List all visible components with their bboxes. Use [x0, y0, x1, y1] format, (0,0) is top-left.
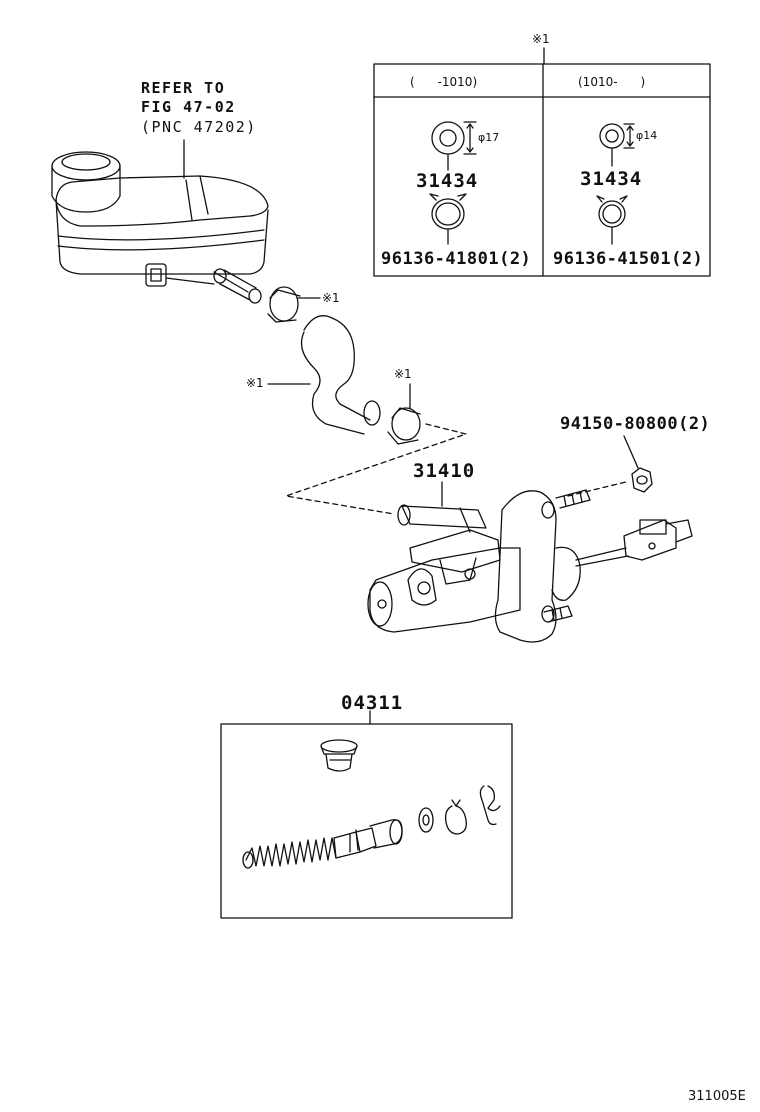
note-mark-lower-clamp: ※1 — [394, 367, 412, 381]
note-mark-hose: ※1 — [246, 376, 264, 390]
snap-ring — [444, 799, 467, 835]
retaining-clip — [479, 785, 501, 826]
variant-right-header: (1010- ) — [578, 75, 646, 89]
pnc-reference: (PNC 47202) — [141, 118, 257, 136]
lower-hose-clamp — [387, 383, 421, 445]
part-number-31434-right[interactable]: 31434 — [580, 168, 643, 190]
clutch-master-cylinder — [367, 481, 693, 643]
refer-to-text: REFER TO — [141, 79, 226, 97]
diameter-14: φ14 — [636, 129, 658, 142]
return-spring — [242, 837, 337, 869]
note-mark-upper-clamp: ※1 — [322, 291, 340, 305]
seal-ring-17 — [431, 121, 477, 171]
variant-left-header: ( -1010) — [410, 75, 478, 89]
part-number-04311[interactable]: 04311 — [341, 692, 404, 714]
part-number-96136-41801[interactable]: 96136-41801(2) — [381, 249, 532, 269]
hose-clamp-41501 — [596, 195, 628, 245]
hose-clamp-41801 — [429, 193, 467, 245]
repair-kit-box — [220, 710, 513, 919]
note-mark-top: ※1 — [532, 32, 550, 46]
reservoir-plug — [320, 739, 358, 772]
diameter-17: φ17 — [478, 131, 500, 144]
reservoir-tank — [51, 139, 269, 304]
dashed-leader-lines — [285, 423, 627, 515]
part-number-96136-41501[interactable]: 96136-41501(2) — [553, 249, 704, 269]
flange-nut — [623, 435, 653, 493]
part-number-94150-80800[interactable]: 94150-80800(2) — [560, 414, 711, 434]
figure-code: 311005E — [688, 1089, 746, 1104]
upper-hose-clamp — [267, 286, 321, 323]
washer — [418, 807, 434, 833]
seal-ring-14 — [599, 123, 635, 167]
piston-assembly — [333, 819, 403, 859]
fig-reference[interactable]: FIG 47-02 — [141, 98, 236, 116]
reservoir-hose — [267, 315, 381, 435]
part-number-31434-left[interactable]: 31434 — [416, 170, 479, 192]
variant-box — [373, 47, 711, 277]
part-number-31410[interactable]: 31410 — [413, 460, 476, 482]
